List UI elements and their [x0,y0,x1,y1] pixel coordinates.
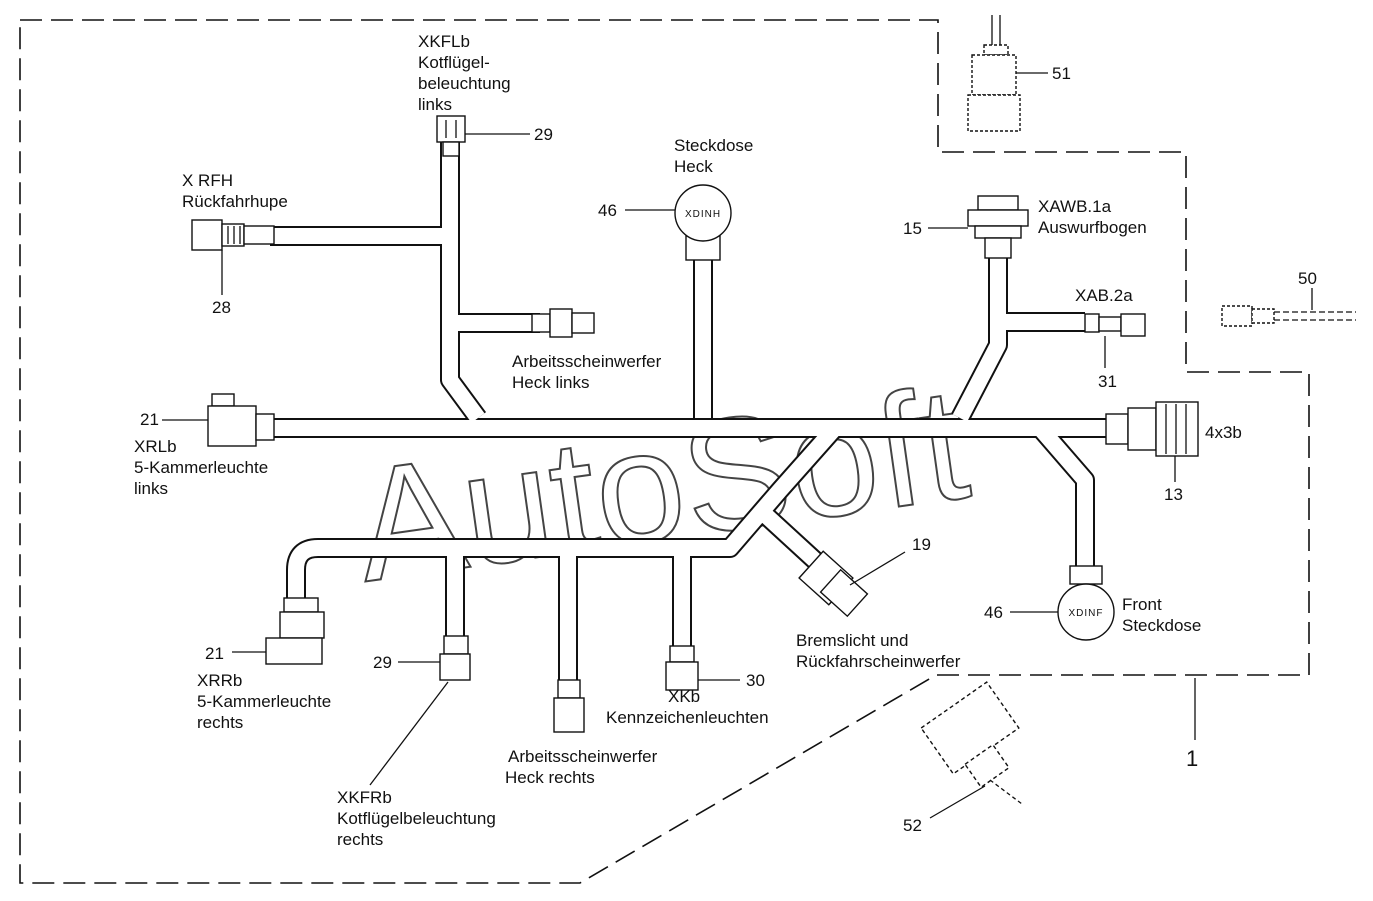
label-xrlb-2: links [134,479,168,498]
part-52 [920,681,1023,805]
harness-body [270,130,1110,685]
callout-numbers: 51 29 46 15 50 28 31 21 13 19 46 21 29 3… [140,64,1317,835]
connector-ash-rechts [553,679,585,733]
connector-50 [1221,305,1356,327]
callout-30: 30 [746,671,765,690]
connector-28-xrfh [191,219,275,251]
label-bremslicht-1: Bremslicht und [796,631,908,650]
label-front-1: Front [1122,595,1162,614]
label-xrrb-code: XRRb [197,671,242,690]
connector-29-xkfrb [439,635,471,681]
callout-31: 31 [1098,372,1117,391]
label-xrlb-code: XRLb [134,437,177,456]
label-xkflb-3: links [418,95,452,114]
callout-46-heck: 46 [598,201,617,220]
connector-31-xab [1084,313,1146,337]
label-ash-rechts-1: Arbeitsscheinwerfer [508,747,658,766]
label-ash-links-2: Heck links [512,373,589,392]
callout-19: 19 [912,535,931,554]
label-4x3b: 4x3b [1205,423,1242,442]
labels: XKFLb Kotflügel- beleuchtung links X RFH… [134,32,1242,849]
label-xrfh-name: Rückfahrhupe [182,192,288,211]
label-ash-links-1: Arbeitsscheinwerfer [512,352,662,371]
label-xrrb-1: 5-Kammerleuchte [197,692,331,711]
connector-21-xrlb [207,393,275,447]
callout-51: 51 [1052,64,1071,83]
watermark: AutoSoft [345,352,978,615]
connector-15-xawb [967,195,1029,259]
label-xrrb-2: rechts [197,713,243,732]
callout-50: 50 [1298,269,1317,288]
svg-text:XDINH: XDINH [685,209,721,220]
callout-52: 52 [903,816,922,835]
socket-46-heck: XDINH [674,184,732,261]
leader-lines [162,72,1313,819]
label-xkflb-2: beleuchtung [418,74,511,93]
callout-1: 1 [1186,746,1198,771]
label-xkfrb-code: XKFRb [337,788,392,807]
assembly-boundary [19,19,1310,884]
callout-28: 28 [212,298,231,317]
label-xkflb-1: Kotflügel- [418,53,490,72]
label-steckdose-heck-2: Heck [674,157,713,176]
label-front-2: Steckdose [1122,616,1201,635]
socket-46-front: XDINF [1057,565,1115,641]
connector-29-xkflb [436,115,466,157]
label-bremslicht-2: Rückfahrscheinwerfer [796,652,961,671]
label-xkb-code: XKb [668,687,700,706]
callout-29-top: 29 [534,125,553,144]
callout-46-front: 46 [984,603,1003,622]
label-xkfrb-1: Kotflügelbeleuchtung [337,809,496,828]
connector-21-xrrb [265,597,325,665]
callout-21-bottom: 21 [205,644,224,663]
label-ash-rechts-2: Heck rechts [505,768,595,787]
label-xkfrb-2: rechts [337,830,383,849]
label-xkb-name: Kennzeichenleuchten [606,708,769,727]
socket-46-heck-circle [674,184,732,242]
callout-21-top: 21 [140,410,159,429]
label-xrfh-code: X RFH [182,171,233,190]
connector-ash-links [531,308,595,338]
label-xawb-code: XAWB.1a [1038,197,1112,216]
callout-15: 15 [903,219,922,238]
label-xkflb-code: XKFLb [418,32,470,51]
label-steckdose-heck-1: Steckdose [674,136,753,155]
connector-13-4x3b [1105,401,1199,457]
label-xab-code: XAB.2a [1075,286,1133,305]
label-xrlb-1: 5-Kammerleuchte [134,458,268,477]
callout-13: 13 [1164,485,1183,504]
label-xawb-name: Auswurfbogen [1038,218,1147,237]
callout-29-bottom: 29 [373,653,392,672]
connector-51 [967,15,1021,132]
connector-30-xkb [665,645,699,691]
svg-text:XDINF: XDINF [1069,608,1104,619]
